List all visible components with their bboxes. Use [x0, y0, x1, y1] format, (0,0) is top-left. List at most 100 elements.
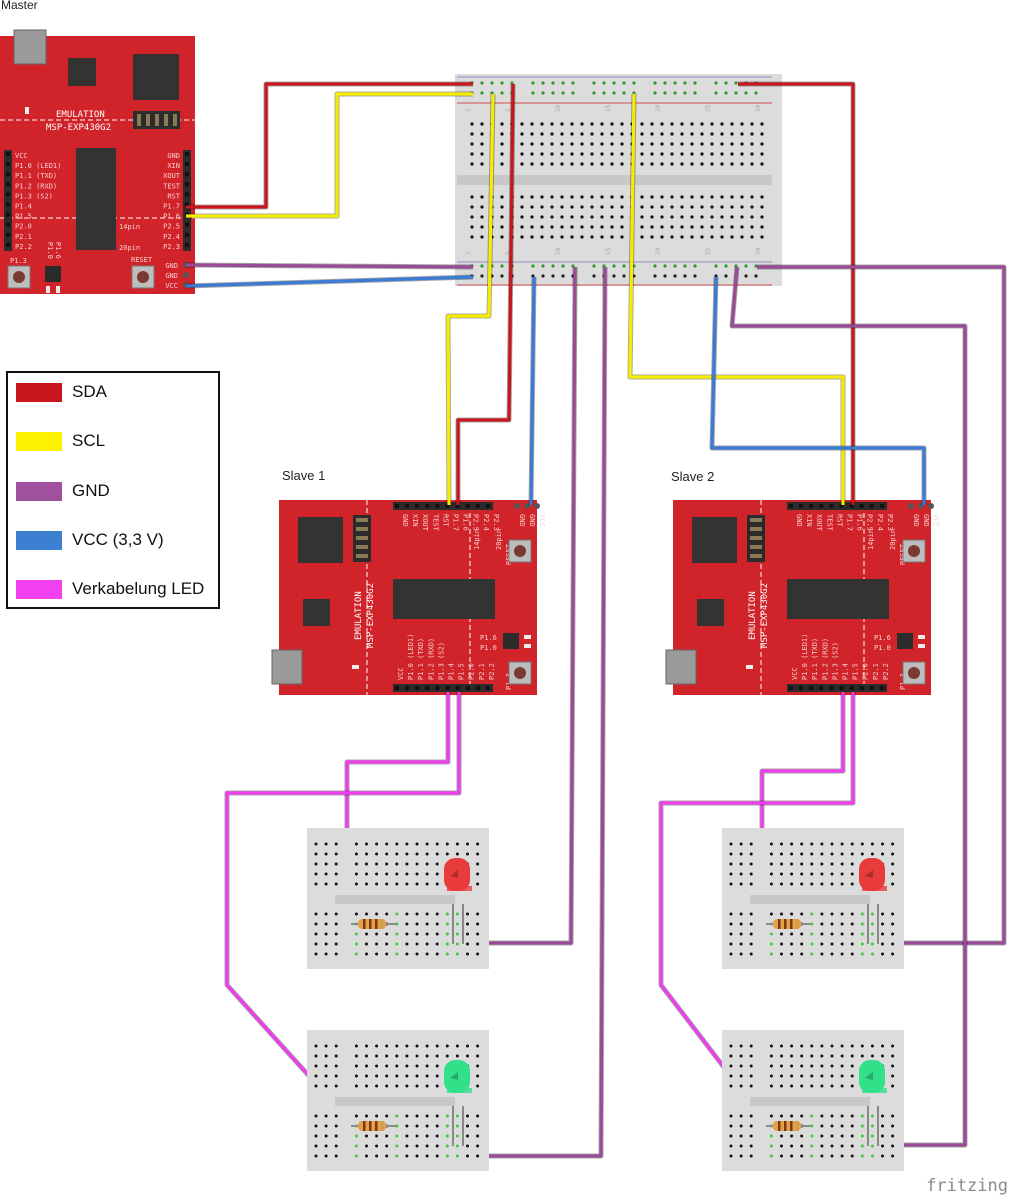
pin [6, 222, 10, 227]
hole [769, 912, 773, 916]
slave1-label: Slave 1 [282, 468, 326, 483]
legend-label: VCC (3,3 V) [72, 530, 164, 549]
hole [385, 1054, 389, 1058]
hole [580, 195, 584, 199]
hole [840, 1144, 844, 1148]
rail-hole [531, 274, 535, 278]
hole [729, 862, 733, 866]
hole [700, 225, 704, 229]
hole [830, 1134, 834, 1138]
hole [375, 852, 379, 856]
rail-hole [653, 274, 657, 278]
hole [580, 225, 584, 229]
hole [700, 235, 704, 239]
pin-label: VCC [538, 514, 546, 527]
hole [470, 205, 474, 209]
hole [395, 922, 399, 926]
hole [660, 215, 664, 219]
pin-label: XOUT [163, 172, 181, 180]
legend-item-gnd: GND [16, 480, 110, 502]
hole [810, 842, 814, 846]
jumper-block [45, 266, 61, 282]
hole [435, 1084, 439, 1088]
hole [365, 1134, 368, 1138]
hole [881, 852, 884, 856]
hole [500, 215, 504, 219]
hole [760, 225, 764, 229]
hole [729, 1074, 733, 1078]
hole [480, 142, 484, 146]
rail-hole [693, 274, 697, 278]
hole [650, 215, 654, 219]
hole [660, 205, 664, 209]
hole [385, 1154, 389, 1158]
hole [334, 922, 338, 926]
hole [600, 162, 604, 166]
hole [700, 195, 704, 199]
hole [480, 122, 484, 126]
hole [830, 842, 834, 846]
hole [640, 225, 644, 229]
hole [520, 215, 524, 219]
hole [375, 862, 379, 866]
column-number: 1 [465, 108, 472, 112]
hole [520, 122, 524, 126]
hole [640, 142, 644, 146]
hole [780, 952, 783, 956]
hole [610, 205, 614, 209]
hole [891, 1154, 895, 1158]
led [25, 107, 29, 114]
hole [314, 942, 318, 946]
hole [830, 1044, 834, 1048]
hole [830, 922, 834, 926]
hole [314, 852, 318, 856]
hole [435, 862, 439, 866]
pin-header-top [787, 502, 887, 510]
hole [749, 922, 753, 926]
hole [780, 1044, 783, 1048]
power-pin [524, 503, 530, 509]
hole [385, 852, 389, 856]
hole [680, 122, 684, 126]
wire-gnd-slave2-green [730, 266, 967, 1147]
column-number: 5 [505, 108, 512, 112]
pin-label: P1.4 [15, 203, 32, 211]
hole [739, 862, 743, 866]
hole [850, 882, 854, 886]
hole [740, 235, 744, 239]
hole [690, 142, 694, 146]
pin-label: XIN [167, 162, 180, 170]
hole [790, 952, 794, 956]
hole [425, 1074, 429, 1078]
hole [881, 1124, 884, 1128]
hole [860, 932, 864, 936]
hole [740, 215, 744, 219]
hole [860, 1114, 864, 1118]
hole [810, 952, 814, 956]
hole [570, 225, 574, 229]
hole [476, 1144, 480, 1148]
hole [850, 1124, 854, 1128]
led-icon [859, 858, 885, 891]
hole [314, 1054, 318, 1058]
hole [891, 1054, 895, 1058]
hole [690, 132, 694, 136]
hole [739, 1074, 743, 1078]
rail-hole [561, 264, 565, 268]
hole [324, 1074, 328, 1078]
hole [324, 912, 328, 916]
hole [476, 842, 480, 846]
pin-label: GND [795, 514, 803, 527]
pin-label: P1.6 [163, 213, 180, 221]
hole [749, 932, 753, 936]
pin-label: XOUT [815, 514, 823, 532]
pin [185, 192, 189, 197]
hole [476, 1064, 480, 1068]
hole [870, 1054, 874, 1058]
hole [590, 162, 594, 166]
hole [415, 1084, 419, 1088]
rail-hole [500, 81, 504, 85]
pin-label: P1.2 (RXD) [821, 638, 829, 680]
hole [820, 1144, 824, 1148]
hole [749, 942, 753, 946]
